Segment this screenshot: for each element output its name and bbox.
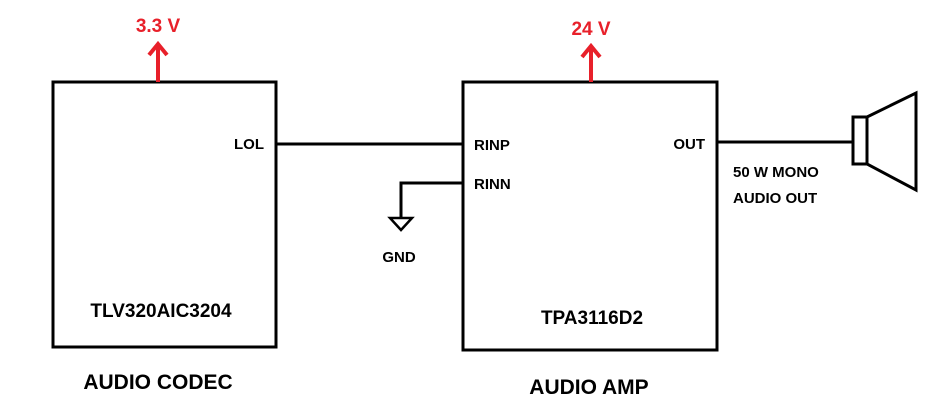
- codec-caption: AUDIO CODEC: [83, 371, 232, 394]
- amp-supply-label: 24 V: [571, 19, 610, 40]
- codec-part-number: TLV320AIC3204: [90, 301, 232, 322]
- amp-pin-rinn: RINN: [474, 176, 511, 193]
- speaker-label-line2: AUDIO OUT: [733, 190, 817, 207]
- ground-icon: [387, 216, 415, 232]
- amp-caption: AUDIO AMP: [529, 376, 648, 399]
- speaker-label-line1: 50 W MONO: [733, 164, 819, 181]
- codec-pin-lol: LOL: [234, 136, 264, 153]
- codec-supply-label: 3.3 V: [136, 16, 181, 37]
- ground-wire: [399, 181, 463, 218]
- amp-supply-arrow: [580, 42, 602, 82]
- amp-part-number: TPA3116D2: [541, 308, 643, 329]
- ground-label: GND: [382, 249, 416, 266]
- codec-supply-arrow: [147, 40, 169, 82]
- amp-pin-rinp: RINP: [474, 137, 510, 154]
- codec-block: [51, 80, 278, 349]
- amp-pin-out: OUT: [673, 136, 705, 153]
- speaker-icon: [851, 90, 918, 193]
